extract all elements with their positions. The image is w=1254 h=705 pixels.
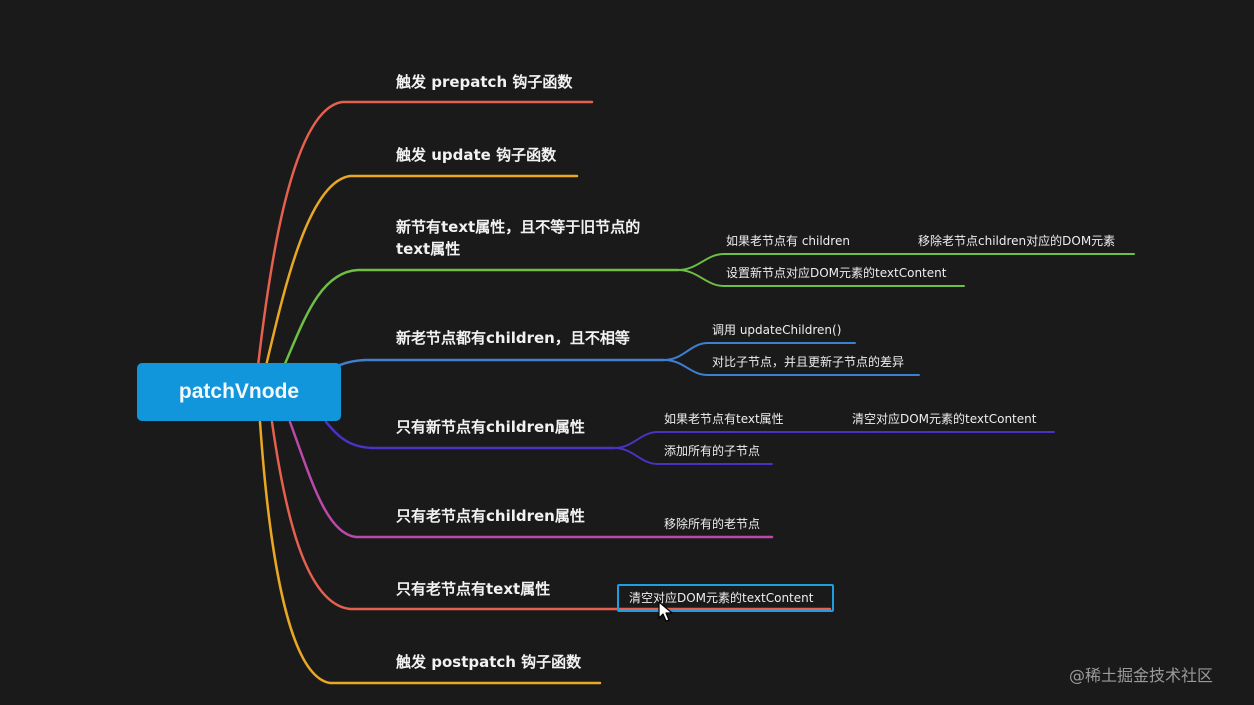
branch-6-label[interactable]: 只有老节点有children属性 — [396, 507, 585, 525]
connector-5-to-leaf-1 — [613, 431, 847, 449]
watermark: @稀土掘金技术社区 — [1069, 666, 1214, 685]
branch-4-label[interactable]: 新老节点都有children，且不相等 — [396, 329, 630, 347]
connector-3-to-leaf-1 — [677, 253, 901, 271]
connector-branch-4 — [302, 358, 666, 394]
leaf-5-2-label[interactable]: 添加所有的子节点 — [664, 444, 761, 458]
leaf-5-1-label[interactable]: 如果老节点有text属性 — [664, 412, 784, 426]
branch-2-label[interactable]: 触发 update 钩子函数 — [396, 146, 557, 164]
branch-5-label[interactable]: 只有新节点有children属性 — [396, 418, 585, 436]
leaf-4-1-label[interactable]: 调用 updateChildren() — [712, 323, 842, 337]
connector-branch-8 — [258, 420, 602, 685]
leaf-7-1-label[interactable]: 清空对应DOM元素的textContent — [629, 591, 814, 605]
connector-branch-3 — [282, 268, 680, 368]
connector-branch-1 — [256, 100, 594, 368]
connector-branch-2 — [264, 174, 579, 368]
selected-node-outline — [617, 584, 834, 612]
connector-branch-7 — [270, 420, 832, 611]
leaf-5-1-child-label[interactable]: 清空对应DOM元素的textContent — [852, 412, 1037, 426]
connector-3-to-leaf-2 — [677, 269, 965, 287]
leaf-4-2-label[interactable]: 对比子节点，并且更新子节点的差异 — [712, 355, 905, 369]
branch-3-label-line-1: 新节有text属性，且不等于旧节点的 — [396, 218, 641, 236]
branch-8-label[interactable]: 触发 postpatch 钩子函数 — [396, 653, 582, 671]
leaf-3-1-label[interactable]: 如果老节点有 children — [726, 234, 850, 248]
connector-branch-5 — [324, 420, 616, 450]
leaf-3-1-child-label[interactable]: 移除老节点children对应的DOM元素 — [918, 234, 1116, 248]
connector-branch-6 — [288, 420, 774, 539]
branch-7-label[interactable]: 只有老节点有text属性 — [396, 580, 551, 598]
branch-1-label[interactable]: 触发 prepatch 钩子函数 — [396, 73, 573, 91]
leaf-3-2-label[interactable]: 设置新节点对应DOM元素的textContent — [726, 266, 947, 280]
branch-3-label-line-2: text属性 — [396, 240, 461, 258]
mouse-cursor-icon — [658, 601, 673, 622]
leaf-6-1-label[interactable]: 移除所有的老节点 — [664, 517, 761, 531]
root-node-patchvnode[interactable]: patchVnode — [137, 363, 341, 421]
connector-5-to-leaf-2 — [613, 447, 773, 465]
connector-4-to-leaf-1 — [663, 342, 856, 361]
branch-3-label[interactable]: 新节有text属性，且不等于旧节点的 text属性 — [396, 216, 640, 260]
connector-4-to-leaf-2 — [663, 359, 920, 376]
